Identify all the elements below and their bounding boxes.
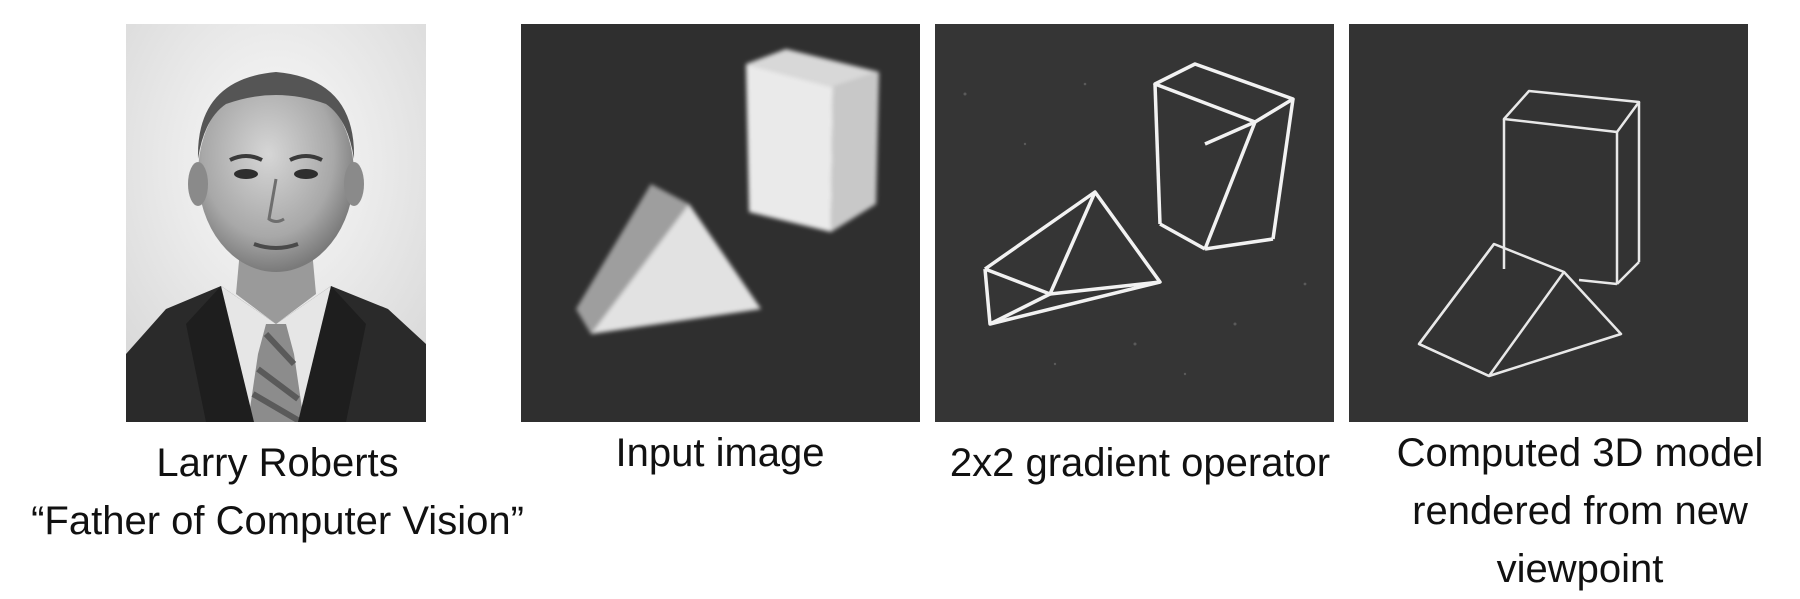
caption-input-image: Input image bbox=[560, 424, 880, 482]
portrait-photo bbox=[126, 24, 426, 422]
edge-map-illustration bbox=[935, 24, 1334, 422]
caption-portrait: Larry Roberts “Father of Computer Vision… bbox=[0, 434, 555, 550]
caption-line: viewpoint bbox=[1496, 547, 1664, 591]
gradient-edge-image bbox=[935, 24, 1334, 422]
caption-line: Computed 3D model bbox=[1396, 431, 1764, 475]
caption-gradient-operator: 2x2 gradient operator bbox=[920, 434, 1360, 492]
caption-line: 2x2 gradient operator bbox=[949, 441, 1331, 485]
caption-line: rendered from new bbox=[1412, 489, 1748, 533]
input-image-blocks bbox=[521, 24, 920, 422]
caption-line: “Father of Computer Vision” bbox=[31, 499, 524, 543]
input-image-illustration bbox=[521, 24, 920, 422]
wireframe-model-illustration bbox=[1349, 24, 1748, 422]
caption-line: Larry Roberts bbox=[156, 441, 399, 485]
caption-3d-model: Computed 3D model rendered from new view… bbox=[1365, 424, 1795, 598]
caption-line: Input image bbox=[615, 431, 825, 475]
rendered-3d-model bbox=[1349, 24, 1748, 422]
portrait-illustration bbox=[126, 24, 426, 422]
